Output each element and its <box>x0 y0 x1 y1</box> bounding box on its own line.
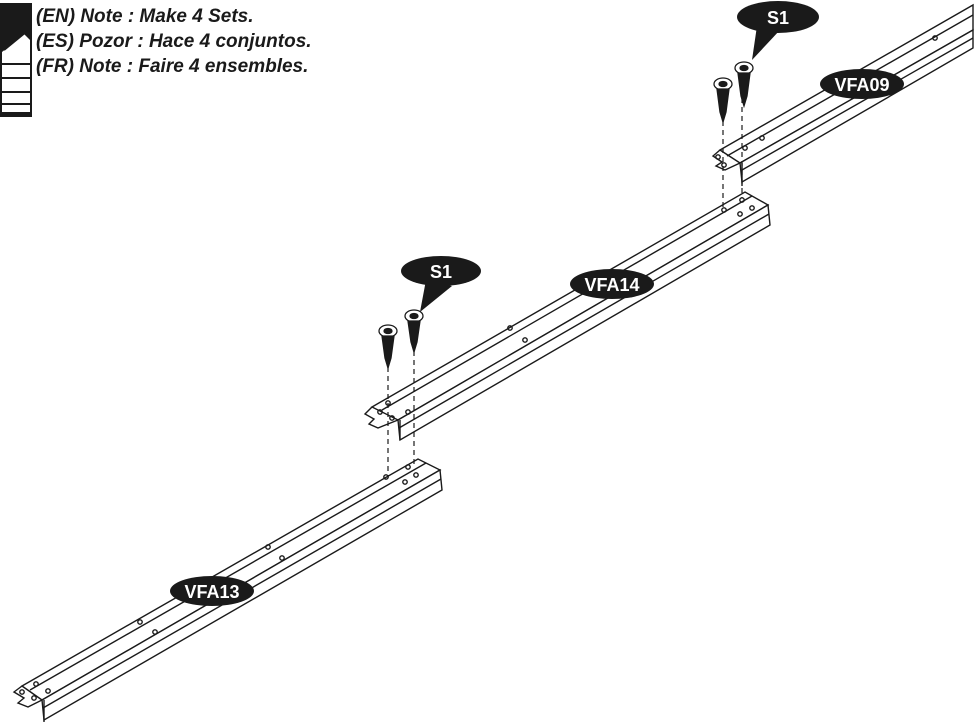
screw-label-middle: S1 <box>430 262 452 282</box>
part-label-vfa14: VFA14 <box>570 269 654 299</box>
alignment-lines <box>387 98 743 476</box>
note-en: (EN) Note : Make 4 Sets. <box>36 6 254 27</box>
callout-s1-top: S1 <box>737 1 819 60</box>
note-block: (EN) Note : Make 4 Sets. (ES) Pozor : Ha… <box>36 4 312 79</box>
screw-label-top: S1 <box>767 8 789 28</box>
note-fr: (FR) Note : Faire 4 ensembles. <box>36 56 309 77</box>
screw-icon <box>713 77 733 125</box>
screw-icon <box>734 61 754 109</box>
svg-text:VFA13: VFA13 <box>184 582 239 602</box>
screw-icon <box>404 309 424 355</box>
part-label-vfa13: VFA13 <box>170 576 254 606</box>
note-es: (ES) Pozor : Hace 4 conjuntos. <box>36 31 312 52</box>
callout-s1-middle: S1 <box>401 256 481 312</box>
svg-text:VFA14: VFA14 <box>584 275 639 295</box>
rail-vfa14 <box>363 191 771 442</box>
svg-text:VFA09: VFA09 <box>834 75 889 95</box>
screw-icon <box>378 324 398 371</box>
instruction-book-icon <box>0 3 32 117</box>
part-label-vfa09: VFA09 <box>820 69 904 99</box>
